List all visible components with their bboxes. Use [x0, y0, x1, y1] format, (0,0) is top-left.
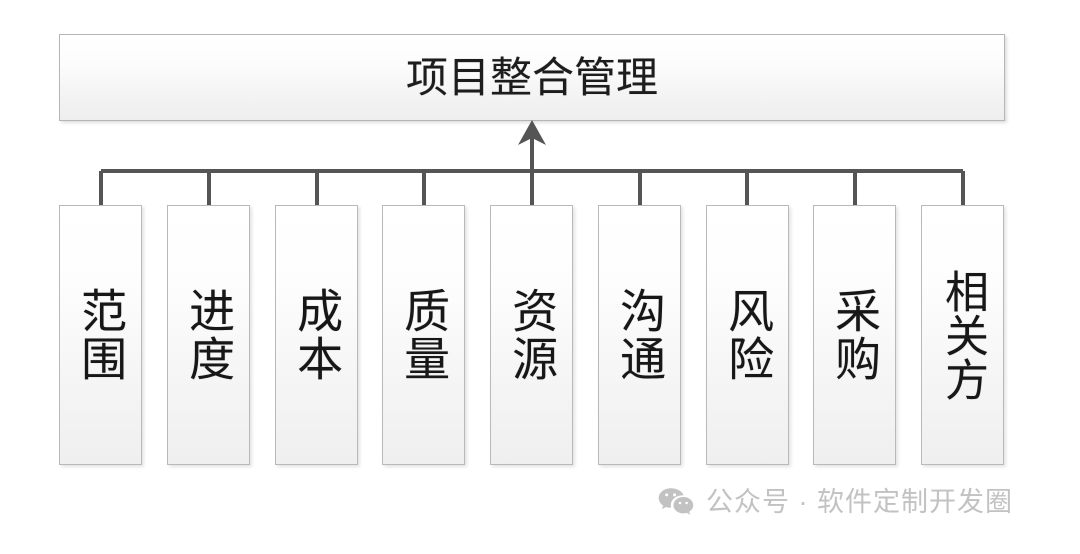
child-node-label: 质量: [398, 287, 451, 383]
child-node-risk[interactable]: 风险: [706, 205, 789, 465]
child-node-quality[interactable]: 质量: [382, 205, 465, 465]
child-node-row: 范围 进度 成本 质量 资源 沟通 风险 采购 相关方: [59, 205, 1005, 465]
child-node-cost[interactable]: 成本: [275, 205, 358, 465]
child-node-label: 风险: [722, 287, 775, 383]
root-node-project-integration-management[interactable]: 项目整合管理: [59, 34, 1005, 121]
child-node-scope[interactable]: 范围: [59, 205, 142, 465]
child-node-schedule[interactable]: 进度: [167, 205, 250, 465]
child-node-label: 沟通: [614, 287, 667, 383]
child-node-communication[interactable]: 沟通: [598, 205, 681, 465]
child-node-label: 成本: [291, 287, 344, 383]
child-node-resource[interactable]: 资源: [490, 205, 573, 465]
wechat-icon: [658, 488, 694, 515]
child-node-label: 范围: [75, 287, 128, 383]
root-node-label: 项目整合管理: [405, 53, 658, 101]
child-node-label: 采购: [829, 287, 882, 383]
arrow-head-up-icon: [518, 120, 546, 145]
child-node-label: 资源: [506, 287, 559, 383]
watermark-text: 公众号 · 软件定制开发圈: [706, 486, 1013, 517]
watermark: 公众号 · 软件定制开发圈: [658, 487, 1013, 517]
child-node-procurement[interactable]: 采购: [813, 205, 896, 465]
child-node-stakeholder[interactable]: 相关方: [921, 205, 1004, 465]
child-node-label: 进度: [183, 287, 236, 383]
child-node-label: 相关方: [938, 269, 988, 401]
